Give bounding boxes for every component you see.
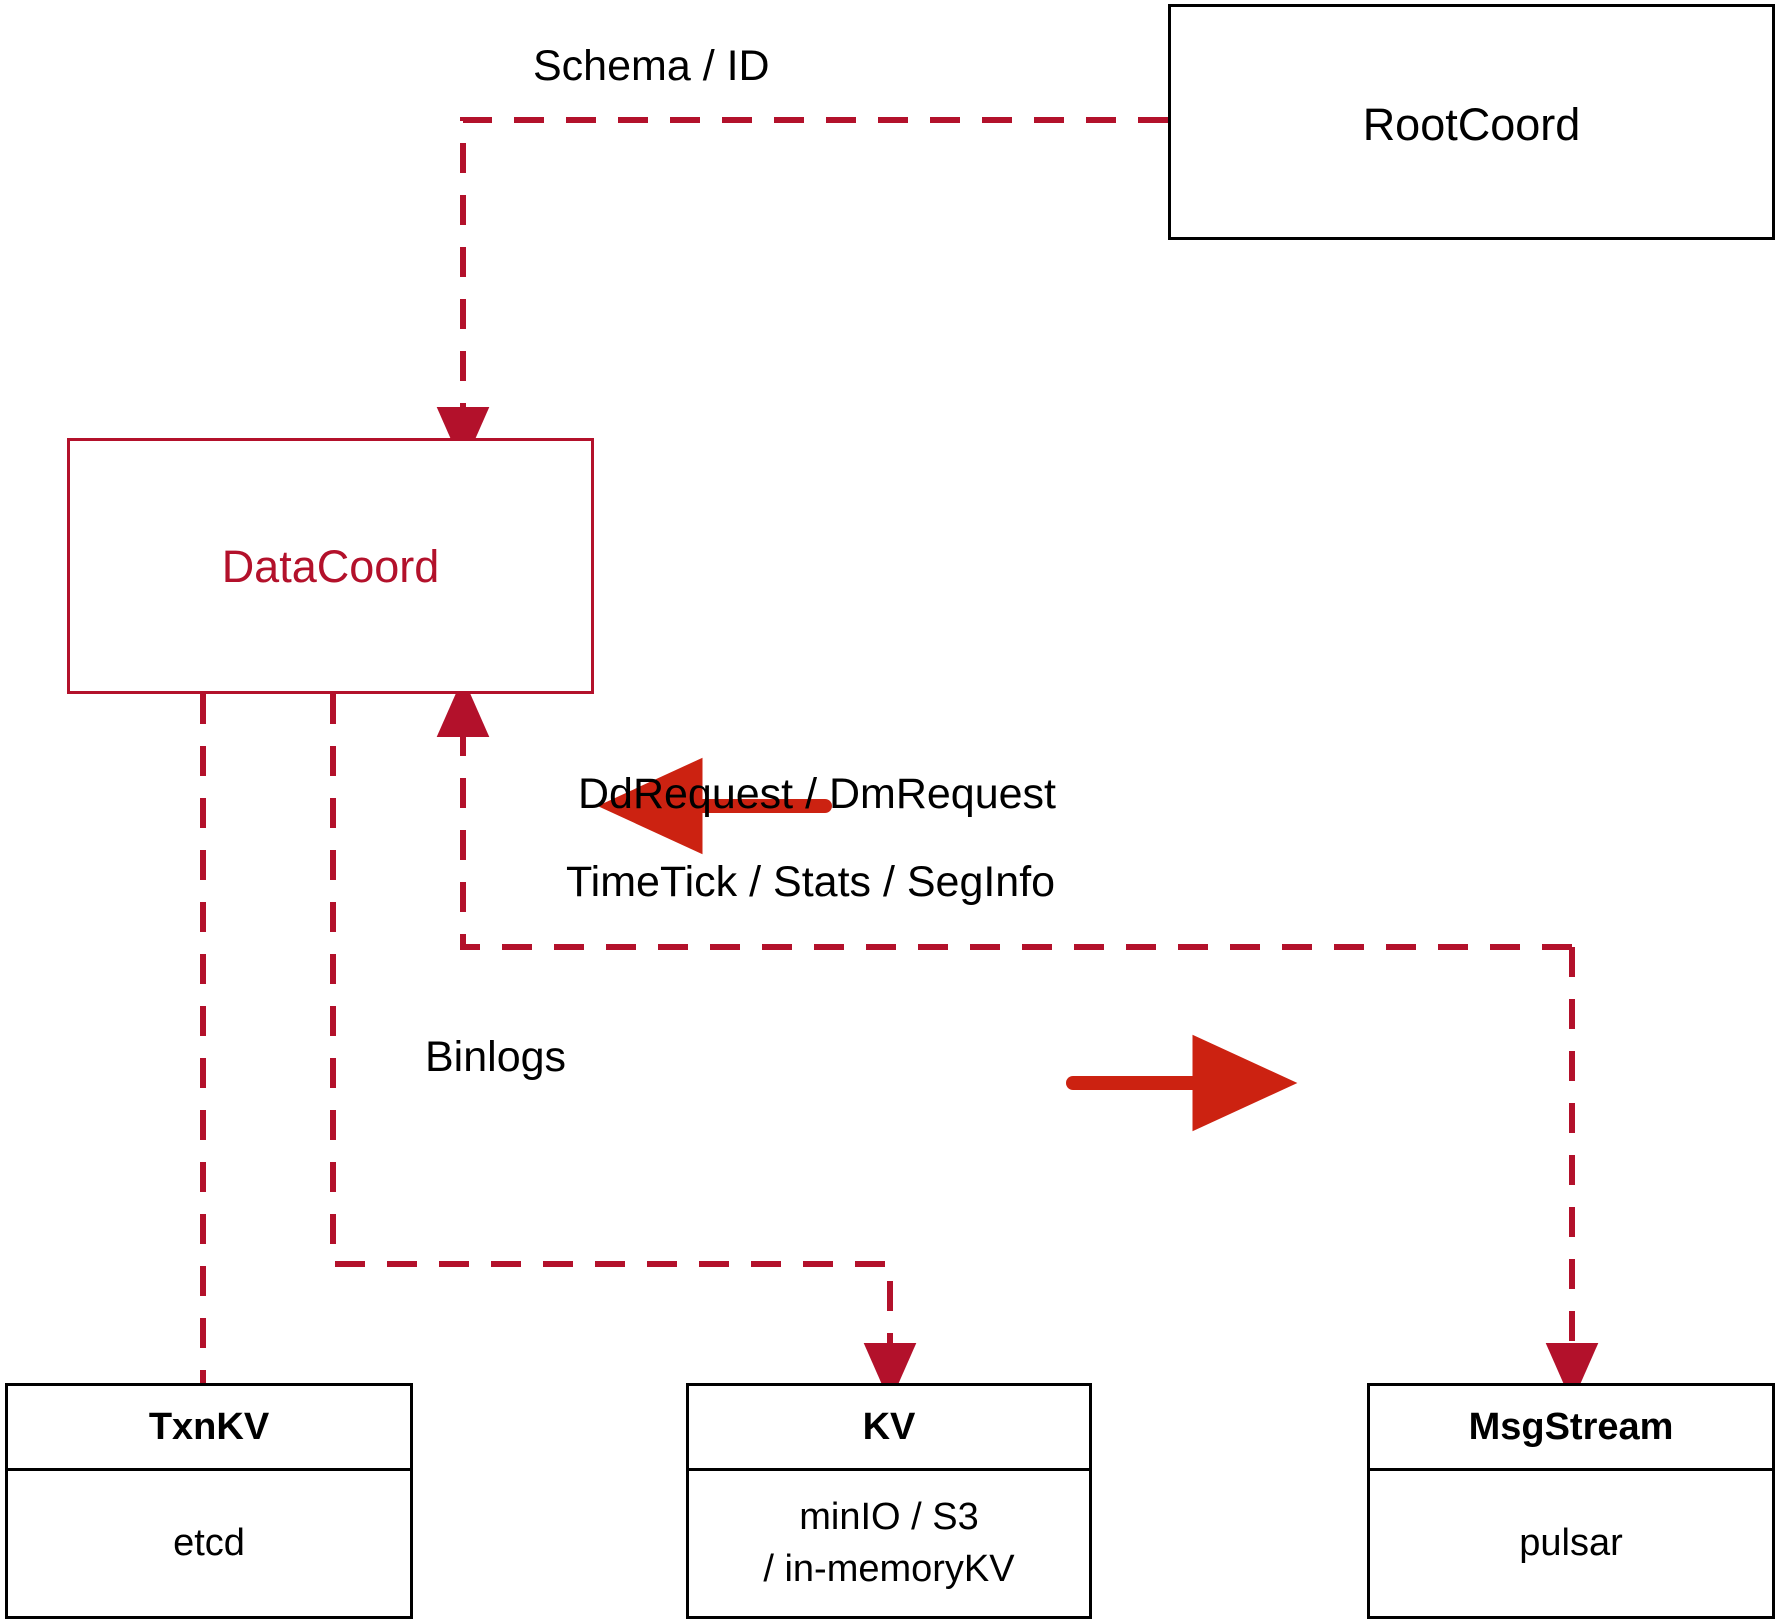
node-datacoord-label: DataCoord: [221, 541, 440, 592]
edge-datacoord-to-kv-binlogs: [330, 694, 917, 1403]
edge-msgstream-to-datacoord: [436, 677, 1572, 950]
node-msgstream-body: pulsar: [1370, 1471, 1772, 1616]
node-kv-body-line: / in-memoryKV: [763, 1547, 1015, 1590]
node-datacoord[interactable]: DataCoord: [67, 438, 594, 694]
node-kv[interactable]: KV minIO / S3 / in-memoryKV: [686, 1383, 1092, 1619]
edge-label-binlogs: Binlogs: [425, 1033, 567, 1081]
node-kv-body-line: minIO / S3: [799, 1496, 979, 1539]
node-rootcoord[interactable]: RootCoord: [1168, 4, 1775, 240]
node-kv-title: KV: [689, 1386, 1089, 1471]
node-txnkv[interactable]: TxnKV etcd: [5, 1383, 413, 1619]
node-kv-body: minIO / S3 / in-memoryKV: [689, 1471, 1089, 1616]
edge-schema-id: [436, 117, 1168, 467]
node-msgstream-title: MsgStream: [1370, 1386, 1772, 1471]
edge-label-schema-id: Schema / ID: [533, 42, 770, 90]
node-msgstream-body-line: pulsar: [1519, 1521, 1623, 1564]
edge-label-timetick-stats-seginfo: TimeTick / Stats / SegInfo: [566, 858, 1056, 906]
node-txnkv-title: TxnKV: [8, 1386, 410, 1471]
node-txnkv-body: etcd: [8, 1471, 410, 1616]
node-msgstream[interactable]: MsgStream pulsar: [1367, 1383, 1775, 1619]
node-rootcoord-label: RootCoord: [1362, 99, 1581, 150]
node-txnkv-body-line: etcd: [173, 1521, 245, 1564]
edge-label-dd-dm-request: DdRequest / DmRequest: [578, 770, 1056, 818]
